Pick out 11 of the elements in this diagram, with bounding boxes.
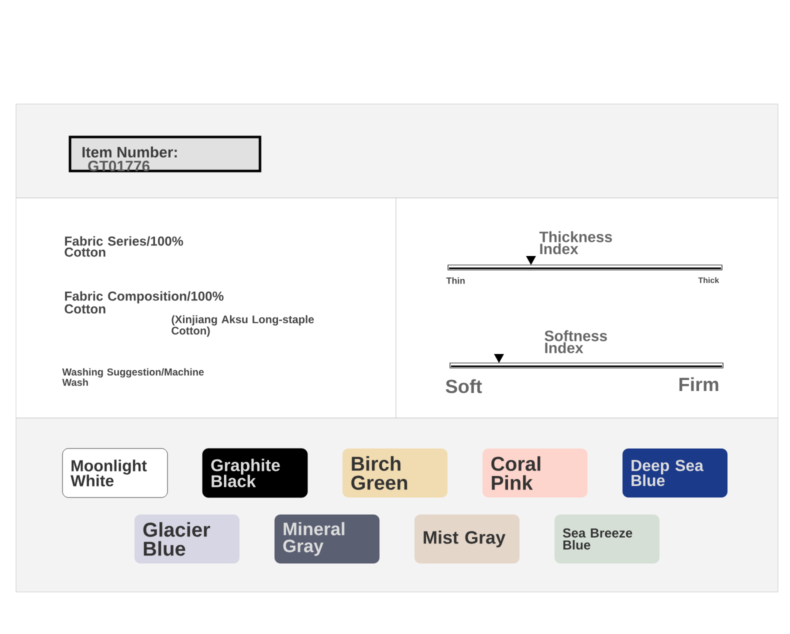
item-number-plate: Item Number: GT01776 [68,136,262,172]
scale-title: Softness Index [544,330,607,354]
spec-text: Washing Suggestion/Machine Wash [62,368,204,386]
spec-note: (Xinjiang Aksu Long-staple Cotton) [172,315,314,337]
scale-end-label: Firm [679,377,718,391]
scale-end-label: Soft [446,379,482,394]
scale-end-label: Thin [446,277,465,284]
scale-title: Thickness Index [539,231,612,254]
scale-end-label: Thick [698,277,720,284]
spec-text: Fabric Composition/100% Cotton [64,291,224,314]
spec-text: Fabric Series/100% Cotton [64,236,184,257]
